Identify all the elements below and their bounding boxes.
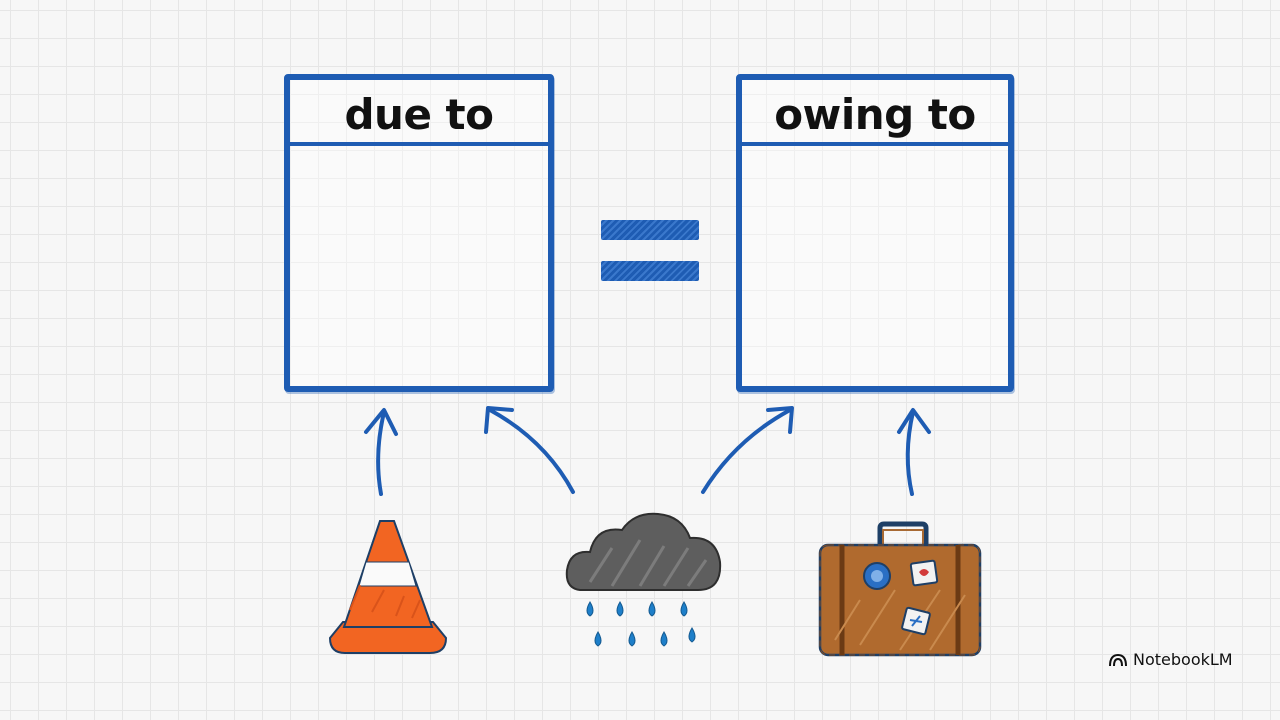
due-to-box: due to — [284, 74, 554, 392]
brand-label: NotebookLM — [1133, 650, 1233, 669]
owing-to-header: owing to — [742, 80, 1008, 146]
notebooklm-brand: NotebookLM — [1109, 650, 1233, 669]
equals-sign-bottom-bar — [601, 261, 699, 281]
due-to-title: due to — [344, 89, 494, 139]
notebooklm-logo-icon — [1109, 653, 1127, 666]
arrow-cloud-to-owing-to — [701, 406, 794, 494]
traffic-cone-icon — [328, 520, 448, 654]
arrow-cone-to-due-to — [364, 408, 398, 496]
suitcase-icon — [818, 521, 982, 657]
owing-to-title: owing to — [774, 89, 976, 139]
arrow-suitcase-to-owing-to — [897, 408, 931, 496]
rain-cloud-icon — [565, 512, 722, 647]
due-to-header: due to — [290, 80, 548, 146]
equals-sign-top-bar — [601, 220, 699, 240]
arrow-cloud-to-due-to — [484, 406, 575, 494]
owing-to-box: owing to — [736, 74, 1014, 392]
